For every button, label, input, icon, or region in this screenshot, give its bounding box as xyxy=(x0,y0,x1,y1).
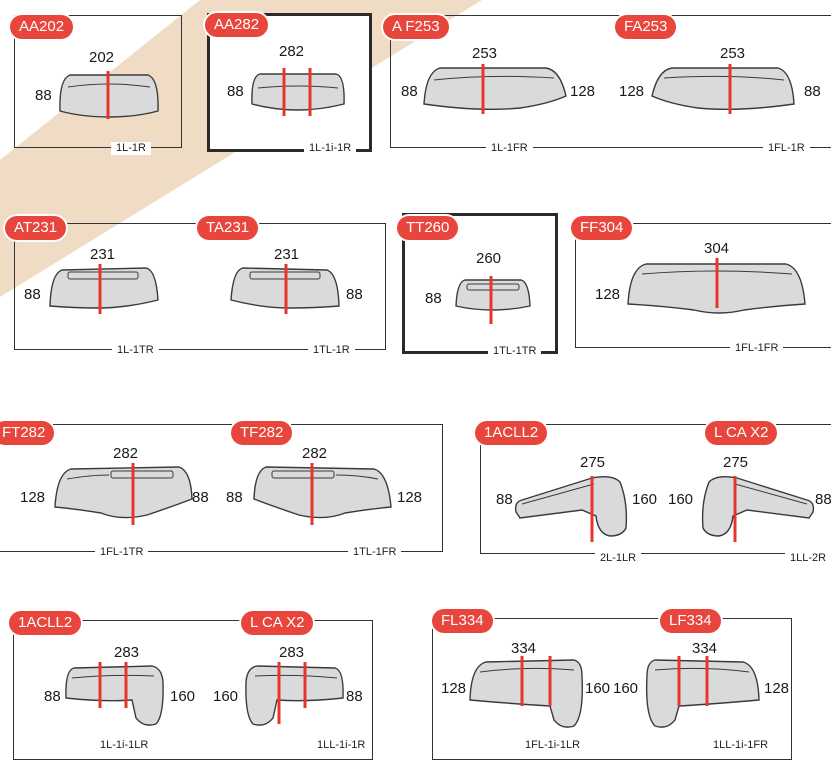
width-label-aa202: 202 xyxy=(89,49,115,66)
depth-left-label-fa253: 128 xyxy=(619,83,645,100)
sofa-fl334-diagram xyxy=(466,656,586,734)
group-box-ff304 xyxy=(575,223,831,348)
width-label-lf334: 334 xyxy=(692,640,718,657)
code-aa202: 1L-1R xyxy=(111,142,151,155)
badge-fl334[interactable]: FL334 xyxy=(432,609,493,633)
depth-left-label-acll2-275: 88 xyxy=(496,491,513,508)
code-af253: 1L-1FR xyxy=(486,142,533,155)
depth-left-label-fl334: 128 xyxy=(441,680,467,697)
width-label-ff304: 304 xyxy=(704,240,730,257)
width-label-tf282: 282 xyxy=(302,445,328,462)
width-label-fl334: 334 xyxy=(511,640,537,657)
badge-ta231[interactable]: TA231 xyxy=(197,216,259,240)
sofa-ff304-diagram xyxy=(624,258,809,320)
badge-acll2-275[interactable]: 1ACLL2 xyxy=(475,421,548,445)
width-label-acll2-275: 275 xyxy=(580,454,606,471)
badge-tt260[interactable]: TT260 xyxy=(397,216,459,240)
group-box-ft282-tf282 xyxy=(0,424,443,552)
depth-left-label-lcax2-275: 160 xyxy=(668,491,694,508)
badge-aa282[interactable]: AA282 xyxy=(205,13,269,37)
group-box-aa202 xyxy=(14,15,182,148)
width-label-lcax2-275: 275 xyxy=(723,454,749,471)
width-label-tt260: 260 xyxy=(476,250,502,267)
badge-acll2-283[interactable]: 1ACLL2 xyxy=(9,611,82,635)
badge-lcax2-275[interactable]: L CA X2 xyxy=(705,421,778,445)
depth-left-label-tf282: 88 xyxy=(226,489,243,506)
badge-tf282[interactable]: TF282 xyxy=(231,421,293,445)
badge-lcax2-283[interactable]: L CA X2 xyxy=(241,611,314,635)
depth-right-label-tf282: 128 xyxy=(397,489,423,506)
depth-right-label-acll2-283: 160 xyxy=(170,688,196,705)
sofa-aa282-diagram xyxy=(248,68,348,118)
sofa-acll2-275-diagram xyxy=(512,472,632,542)
depth-right-label-ft282: 88 xyxy=(192,489,209,506)
depth-label-at231: 88 xyxy=(24,286,41,303)
badge-at231[interactable]: AT231 xyxy=(5,216,67,240)
depth-label-aa282: 88 xyxy=(227,83,244,100)
depth-label-ff304: 128 xyxy=(595,286,621,303)
code-fa253: 1FL-1R xyxy=(763,142,810,155)
code-ta231: 1TL-1R xyxy=(308,344,355,357)
depth-right-label-lcax2-275: 88 xyxy=(815,491,831,508)
depth-label-aa202: 88 xyxy=(35,87,52,104)
sofa-lcax2-283-diagram xyxy=(242,662,347,732)
badge-ff304[interactable]: FF304 xyxy=(571,216,633,240)
width-label-aa282: 282 xyxy=(279,43,305,60)
width-label-fa253: 253 xyxy=(720,45,746,62)
code-lcax2-275: 1LL-2R xyxy=(785,552,831,565)
depth-right-label-fl334: 160 xyxy=(585,680,611,697)
code-ff304: 1FL-1FR xyxy=(730,342,784,355)
sofa-ft282-diagram xyxy=(51,463,196,525)
depth-right-label-fa253: 88 xyxy=(804,83,821,100)
sofa-fa253-diagram xyxy=(648,64,798,114)
sofa-tt260-diagram xyxy=(453,276,533,326)
sofa-lf334-diagram xyxy=(643,656,763,734)
sofa-aa202-diagram xyxy=(54,71,164,121)
group-box-af253-fa253 xyxy=(390,15,831,148)
depth-right-label-acll2-275: 160 xyxy=(632,491,658,508)
badge-af253[interactable]: A F253 xyxy=(383,15,449,39)
code-at231: 1L-1TR xyxy=(112,344,159,357)
badge-fa253[interactable]: FA253 xyxy=(615,15,677,39)
depth-label-ta231: 88 xyxy=(346,286,363,303)
width-label-ta231: 231 xyxy=(274,246,300,263)
width-label-at231: 231 xyxy=(90,246,116,263)
depth-left-label-acll2-283: 88 xyxy=(44,688,61,705)
width-label-lcax2-283: 283 xyxy=(279,644,305,661)
width-label-acll2-283: 283 xyxy=(114,644,140,661)
sofa-tf282-diagram xyxy=(250,463,395,525)
group-box-acll2-lcax2-275 xyxy=(480,424,831,554)
width-label-ft282: 282 xyxy=(113,445,139,462)
depth-right-label-lf334: 128 xyxy=(764,680,790,697)
depth-left-label-ft282: 128 xyxy=(20,489,46,506)
code-aa282: 1L-1i-1R xyxy=(304,142,357,155)
code-acll2-275: 2L-1LR xyxy=(595,552,642,565)
depth-left-label-lcax2-283: 160 xyxy=(213,688,239,705)
width-label-af253: 253 xyxy=(472,45,498,62)
depth-left-label-lf334: 160 xyxy=(613,680,639,697)
badge-lf334[interactable]: LF334 xyxy=(660,609,721,633)
code-tf282: 1TL-1FR xyxy=(348,546,402,559)
sofa-lcax2-275-diagram xyxy=(697,472,817,542)
sofa-at231-diagram xyxy=(46,264,161,314)
sofa-acll2-283-diagram xyxy=(62,662,167,732)
depth-label-tt260: 88 xyxy=(425,290,442,307)
depth-left-label-af253: 88 xyxy=(401,83,418,100)
sofa-ta231-diagram xyxy=(228,264,343,314)
sofa-af253-diagram xyxy=(420,64,570,114)
code-ft282: 1FL-1TR xyxy=(95,546,149,559)
badge-aa202[interactable]: AA202 xyxy=(10,15,74,39)
depth-right-label-lcax2-283: 88 xyxy=(346,688,363,705)
badge-ft282[interactable]: FT282 xyxy=(0,421,55,445)
code-tt260: 1TL-1TR xyxy=(488,345,542,358)
depth-right-label-af253: 128 xyxy=(570,83,596,100)
